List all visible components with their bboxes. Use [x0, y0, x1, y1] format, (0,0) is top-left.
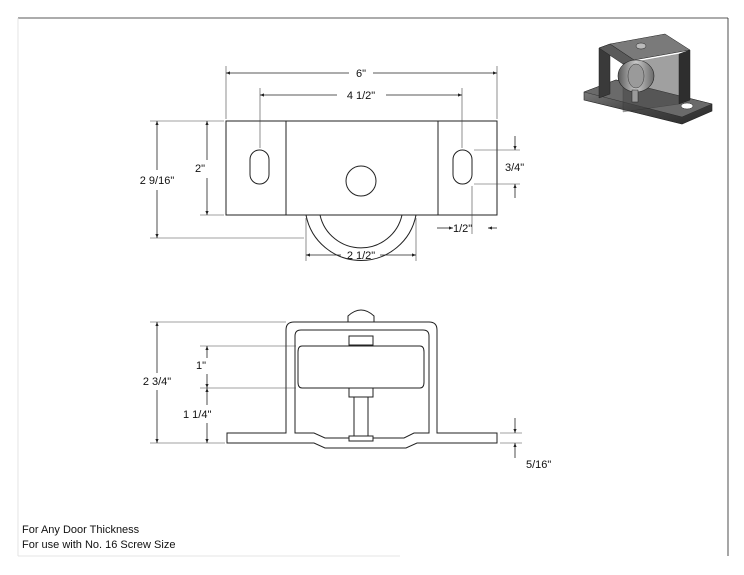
right-slot: [452, 149, 473, 185]
dim-base-offset: 5/16": [526, 459, 551, 471]
top-view: [225, 120, 498, 261]
dim-wheel-width: 1": [196, 360, 206, 372]
axle-top: [348, 335, 374, 346]
dim-flange-width: 2": [195, 163, 205, 175]
axle-lower: [348, 387, 374, 398]
note-screw-size: For use with No. 16 Screw Size: [22, 539, 176, 551]
wheel-lower-arc: [305, 214, 417, 261]
sheet-border: [17, 17, 729, 557]
left-slot: [249, 149, 270, 185]
top-nut: [347, 309, 375, 323]
axle-nut: [348, 435, 374, 442]
dim-slot-edge-offset: 1/2": [453, 223, 472, 235]
dim-axle-height: 1 1/4": [183, 409, 211, 421]
front-view-dimensions: 2 3/4" 1" 1 1/4" 5/16": [143, 321, 551, 471]
front-wheel: [297, 345, 425, 389]
bracket-inner: [294, 329, 430, 439]
dim-overall-width: 2 9/16": [140, 175, 175, 187]
wheel-inner-arc: [319, 214, 403, 249]
dim-wheel-diameter: 2 1/2": [347, 250, 375, 262]
axle-hole: [345, 165, 377, 197]
dim-hole-spacing: 4 1/2": [347, 90, 375, 102]
front-view: [226, 309, 498, 449]
axle-shaft: [353, 396, 369, 442]
dim-overall-height: 2 3/4": [143, 376, 171, 388]
isometric-render: [583, 33, 713, 125]
top-view-dimensions: 6" 4 1/2" 2 9/16" 2" 3/4" 1/2": [140, 66, 524, 262]
bracket-outer: [226, 321, 498, 449]
dim-slot-length: 3/4": [505, 162, 524, 174]
dim-overall-length: 6": [356, 68, 366, 80]
note-door-thickness: For Any Door Thickness: [22, 524, 140, 536]
